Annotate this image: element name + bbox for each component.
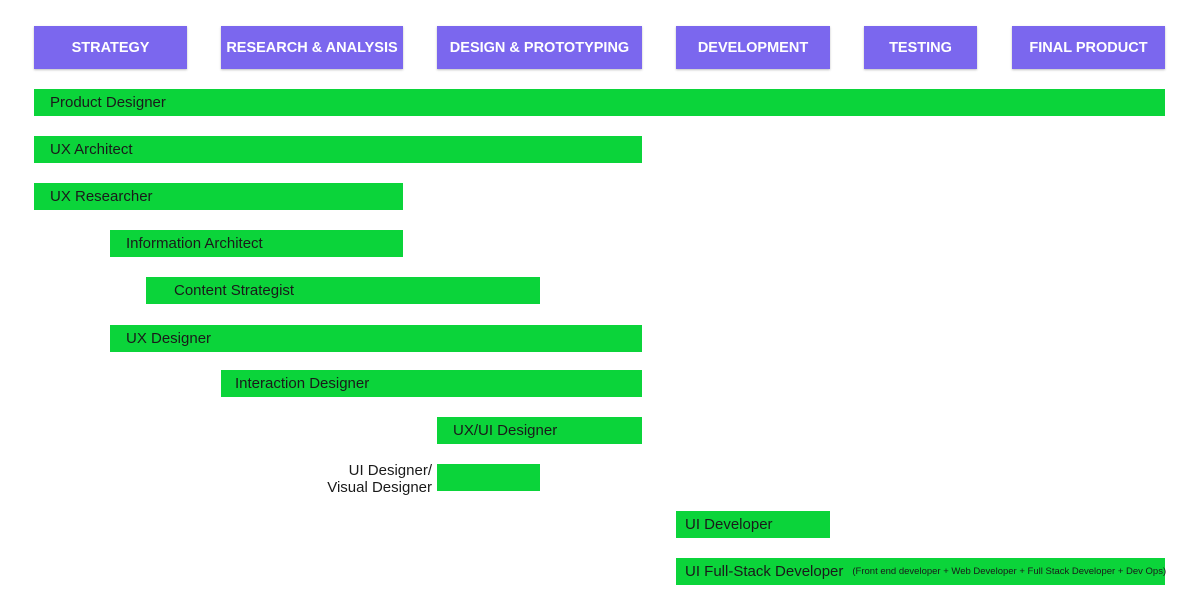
label-line-2: Visual Designer [327,479,432,496]
role-bar-ux-ui-designer: UX/UI Designer [437,417,642,444]
phase-testing: TESTING [864,26,977,69]
role-bar-information-architect: Information Architect [110,230,403,257]
role-bar-content-strategist: Content Strategist [146,277,540,304]
role-label: UX Architect [50,141,133,158]
phase-strategy: STRATEGY [34,26,187,69]
phase-research-analysis: RESEARCH & ANALYSIS [221,26,403,69]
label-line-1: UI Designer/ [348,462,432,479]
role-bar-ui-visual-designer [437,464,540,491]
role-label: Content Strategist [174,282,295,299]
phase-design-prototyping: DESIGN & PROTOTYPING [437,26,642,69]
role-label: Interaction Designer [235,375,370,392]
role-bar-ui-full-stack-developer: UI Full-Stack Developer (Front end devel… [676,558,1167,585]
role-label: UX Researcher [50,188,153,205]
role-bar-interaction-designer: Interaction Designer [221,370,642,397]
role-label: Product Designer [50,94,166,111]
role-label: UX Designer [126,330,212,347]
role-note: (Front end developer + Web Developer + F… [852,566,1167,577]
role-label: Information Architect [126,235,263,252]
role-label: UI Full-Stack Developer [685,563,844,580]
role-bar-ux-architect: UX Architect [34,136,642,163]
role-bar-ux-designer: UX Designer [110,325,642,352]
phase-final-product: FINAL PRODUCT [1012,26,1165,69]
role-label: UI Developer [685,516,773,533]
ui-visual-designer-label: UI Designer/ Visual Designer [272,462,432,496]
role-label: UX/UI Designer [453,422,558,439]
role-bar-ui-developer: UI Developer [676,511,830,538]
role-bar-ux-researcher: UX Researcher [34,183,403,210]
role-bar-product-designer: Product Designer [34,89,1165,116]
phase-development: DEVELOPMENT [676,26,830,69]
